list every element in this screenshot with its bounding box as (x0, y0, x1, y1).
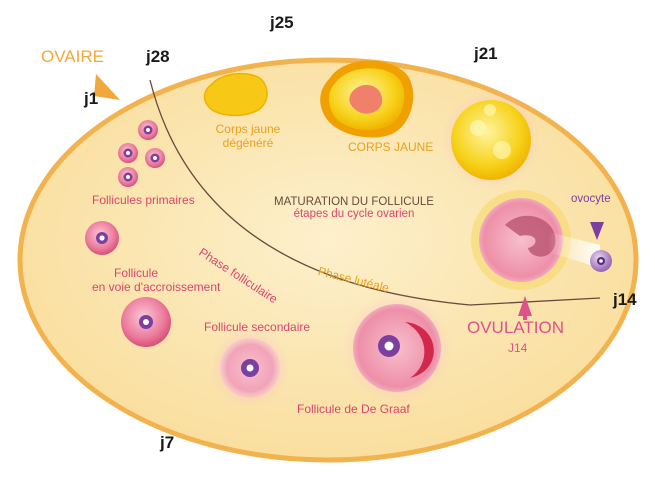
oocyte-cell (590, 250, 612, 272)
day-label-j25: j25 (270, 13, 294, 32)
ovulation-arrow-icon (518, 296, 532, 316)
primary-follicles (118, 120, 165, 187)
growing-follicle-large (121, 297, 171, 347)
degenerated-corpus-luteum-label: Corps jaune dégénéré (208, 122, 288, 150)
graaf-follicle-label: Follicule de De Graaf (297, 402, 410, 416)
day-label-j28: j28 (146, 47, 170, 66)
corpus-luteum (320, 60, 414, 138)
ovulation-day-label: J14 (508, 341, 528, 355)
primary-follicles-label: Follicules primaires (92, 193, 195, 207)
day-label-j14: j14 (613, 290, 637, 309)
growing-follicle (85, 221, 119, 255)
ovary-label: OVAIRE (41, 47, 104, 66)
graaf-follicle (341, 292, 453, 404)
oocyte-arrow-icon (590, 222, 604, 240)
corpus-luteum-young (441, 90, 541, 190)
growing-follicle-label-line2: en voie d'accroissement (92, 280, 221, 294)
secondary-follicle (210, 328, 290, 408)
maturation-title: MATURATION DU FOLLICULE étapes du cycle … (254, 196, 454, 220)
corpus-luteum-label: CORPS JAUNE (348, 140, 434, 154)
growing-follicle-label-line1: Follicule (114, 266, 159, 280)
corpus-luteum-degenerated (203, 72, 268, 117)
secondary-follicle-label: Follicule secondaire (204, 320, 311, 334)
day-label-j21: j21 (474, 44, 498, 63)
growing-follicle-label: Follicule en voie d'accroissement (92, 266, 220, 294)
ovulation-arrow-stem (523, 310, 527, 320)
ovulation-label: OVULATION (467, 318, 564, 337)
ovulating-follicle (471, 190, 600, 290)
day-label-j1: j1 (84, 89, 99, 108)
day1-arrow-icon (94, 74, 120, 100)
day-label-j7: j7 (160, 433, 175, 452)
degenerated-label-line2: dégénéré (222, 136, 274, 150)
degenerated-label-line1: Corps jaune (215, 122, 281, 136)
maturation-subtitle-text: étapes du cycle ovarien (293, 208, 415, 220)
maturation-title-text: MATURATION DU FOLLICULE (274, 196, 434, 208)
oocyte-label: ovocyte (571, 193, 611, 205)
